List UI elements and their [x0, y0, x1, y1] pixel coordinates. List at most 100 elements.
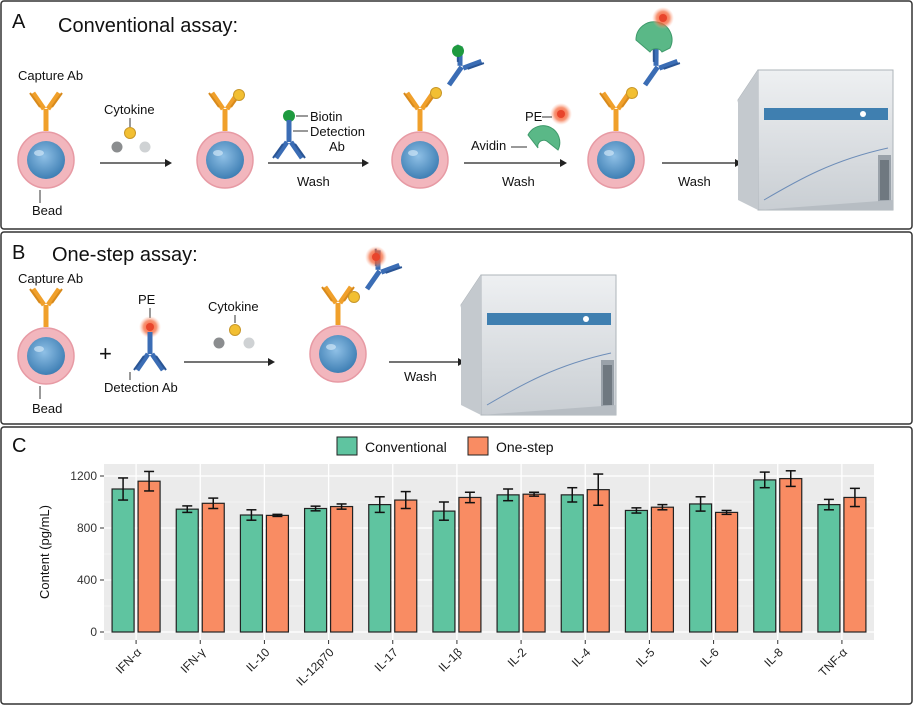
wash-label-a2: Wash	[502, 174, 535, 189]
detection-label-a: Detection	[310, 124, 365, 139]
cytokine-label-a: Cytokine	[104, 102, 155, 117]
other-molecule	[139, 141, 151, 153]
cytokine-dot	[124, 127, 136, 139]
x-tick-label: IL-6	[697, 645, 722, 670]
bound-cytokine	[626, 87, 638, 99]
panel-b-title: One-step assay:	[52, 244, 198, 266]
x-tick-label: IFN-α	[113, 645, 144, 676]
y-tick-label: 1200	[70, 469, 97, 483]
cytokine-dot-b	[229, 324, 241, 336]
x-tick-label: TNF-α	[816, 645, 850, 679]
bar-onestep	[714, 511, 739, 633]
bar-onestep	[779, 478, 803, 633]
bar-conventional	[175, 508, 199, 633]
bar-conventional	[753, 479, 777, 633]
bound-cytokine-b	[348, 291, 360, 303]
bead-4	[587, 131, 645, 189]
bound-detection-ab	[632, 45, 680, 94]
detection-label-a2: Ab	[329, 139, 345, 154]
bar-conventional	[624, 509, 649, 633]
x-tick-label: IFN-γ	[178, 645, 209, 676]
bar-conventional	[496, 494, 520, 633]
panel-a-title: Conventional assay:	[58, 15, 238, 37]
wash-label-a1: Wash	[297, 174, 330, 189]
bar-conventional	[817, 504, 841, 633]
biotin-icon	[283, 110, 295, 122]
x-tick-label: IL-5	[633, 645, 658, 670]
bar-onestep	[265, 514, 290, 633]
panel-a-frame	[0, 0, 913, 230]
bar-conventional	[368, 504, 392, 633]
wash-label-b: Wash	[404, 369, 437, 384]
bar-onestep	[650, 506, 675, 633]
bead-b1	[17, 327, 75, 385]
flow-cytometer-a	[737, 69, 894, 211]
x-tick-label: IL-10	[243, 645, 272, 674]
panel-a-letter: A	[12, 11, 26, 33]
panel-c-letter: C	[12, 435, 26, 457]
x-tick-label: IL-2	[505, 645, 530, 670]
capture-ab-label: Capture Ab	[18, 68, 83, 83]
bars	[111, 470, 867, 633]
bead-label-b: Bead	[32, 401, 62, 416]
bound-avidin	[635, 21, 673, 53]
bar-onestep	[522, 493, 546, 633]
detection-ab-label-b: Detection Ab	[104, 380, 178, 395]
pe-label-a: PE	[525, 109, 543, 124]
legend-swatch-onestep	[467, 436, 489, 456]
bar-onestep	[137, 480, 161, 633]
detection-ab-a	[273, 120, 305, 158]
bar-conventional	[303, 507, 328, 633]
bar-onestep	[586, 489, 610, 633]
bead-1	[17, 131, 75, 189]
capture-ab-3	[404, 93, 436, 131]
legend-label-onestep: One-step	[496, 439, 554, 455]
capture-ab-b1	[30, 289, 62, 327]
bar-onestep	[329, 505, 354, 633]
legend-swatch-conventional	[336, 436, 358, 456]
cytokine-label-b: Cytokine	[208, 299, 259, 314]
biotin-label: Biotin	[310, 109, 343, 124]
bar-conventional	[111, 488, 135, 633]
bar-onestep	[458, 496, 482, 633]
detection-ab-b	[134, 332, 166, 370]
bead-label: Bead	[32, 203, 62, 218]
panel-c-frame	[0, 426, 913, 705]
other-molecule	[213, 337, 225, 349]
bar-onestep	[201, 502, 225, 633]
grid	[104, 464, 874, 640]
bound-biotin	[452, 45, 464, 57]
capture-ab-b2	[322, 287, 354, 325]
y-tick-label: 400	[77, 573, 97, 587]
bar-conventional	[432, 510, 456, 633]
pe-label-b: PE	[138, 292, 156, 307]
x-tick-label: IL-12p70	[293, 645, 337, 689]
avidin-label: Avidin	[471, 138, 506, 153]
bar-conventional	[239, 514, 264, 633]
y-tick-label: 0	[90, 625, 97, 639]
panel-b-frame	[0, 231, 913, 425]
capture-ab-label-b: Capture Ab	[18, 271, 83, 286]
x-tick-label: IL-4	[569, 645, 594, 670]
other-molecule	[243, 337, 255, 349]
bar-conventional	[688, 503, 713, 633]
bead-3	[391, 131, 449, 189]
legend-label-conventional: Conventional	[365, 439, 447, 455]
plus-sign: +	[99, 341, 112, 366]
x-tick-label: IL-8	[761, 645, 786, 670]
panel-b-letter: B	[12, 242, 25, 264]
x-tick-label: IL-17	[372, 645, 401, 674]
y-axis-label: Content (pg/mL)	[37, 505, 52, 599]
capture-ab-1	[30, 93, 62, 131]
capture-ab-4	[600, 93, 632, 131]
avidin-icon	[527, 125, 561, 151]
bar-onestep	[394, 499, 418, 633]
bar-conventional	[560, 494, 584, 633]
flow-cytometer-b	[460, 274, 617, 416]
bar-onestep	[843, 496, 867, 633]
bead-2	[196, 131, 254, 189]
bead-b2	[309, 325, 367, 383]
